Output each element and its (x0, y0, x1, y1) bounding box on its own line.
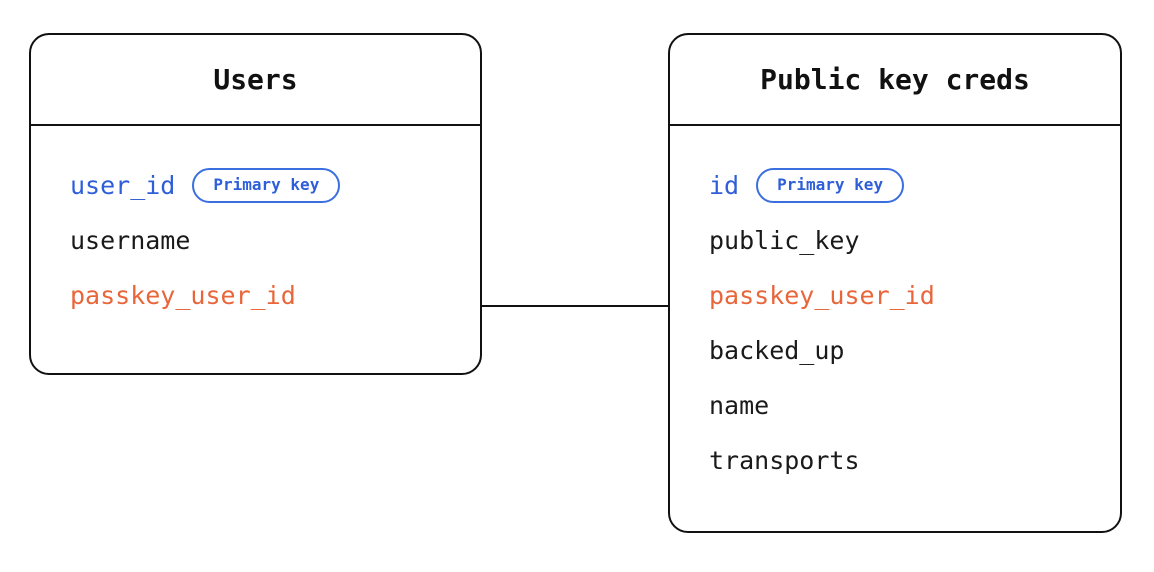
field-row[interactable]: passkey_user_id (670, 268, 1120, 323)
field-row[interactable]: name (670, 378, 1120, 433)
field-row[interactable]: user_id Primary key (31, 158, 480, 213)
field-name-passkey_user_id: passkey_user_id (70, 281, 296, 310)
field-row[interactable]: backed_up (670, 323, 1120, 378)
field-name-transports: transports (709, 446, 860, 475)
field-row[interactable]: id Primary key (670, 158, 1120, 213)
primary-key-badge: Primary key (192, 168, 341, 203)
primary-key-badge: Primary key (756, 168, 905, 203)
field-name-passkey_user_id: passkey_user_id (709, 281, 935, 310)
field-name-username: username (70, 226, 191, 255)
field-name-id: id (709, 171, 740, 200)
relation-line-users-to-public-key-creds (482, 305, 668, 307)
entity-title-users: Users (213, 62, 298, 96)
field-name-name: name (709, 391, 770, 420)
field-name-public_key: public_key (709, 226, 860, 255)
entity-title-public-key-creds: Public key creds (760, 62, 1030, 96)
field-name-backed_up: backed_up (709, 336, 845, 365)
field-row[interactable]: transports (670, 433, 1120, 488)
field-row[interactable]: public_key (670, 213, 1120, 268)
field-row[interactable]: username (31, 213, 480, 268)
field-name-user_id: user_id (70, 171, 176, 200)
entity-header-public-key-creds: Public key creds (670, 35, 1120, 126)
entity-header-users: Users (31, 35, 480, 126)
field-row[interactable]: passkey_user_id (31, 268, 480, 323)
